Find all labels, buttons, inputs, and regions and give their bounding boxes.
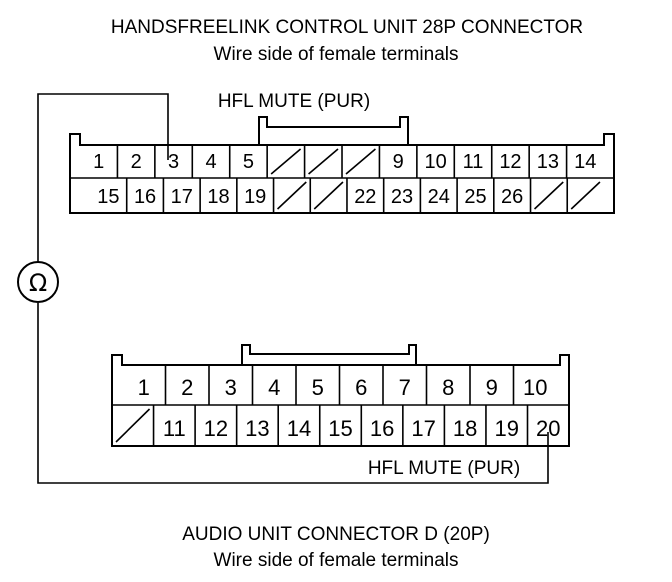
empty-cavity-slash	[570, 181, 601, 210]
ohmmeter-icon: Ω	[17, 261, 59, 303]
empty-cavity-slash	[313, 181, 344, 210]
empty-cavity-slash	[277, 181, 307, 210]
bottom-pin-19: 19	[494, 416, 518, 441]
bottom-pin-10: 10	[523, 375, 547, 400]
top-pin-5: 5	[243, 151, 254, 173]
probe-wire	[37, 93, 549, 484]
bottom-pin-9: 9	[486, 375, 498, 400]
top-probe-label: HFL MUTE (PUR)	[218, 91, 370, 112]
bottom-connector-housing	[111, 344, 570, 447]
bottom-connector-subtitle: Wire side of female terminals	[214, 550, 459, 571]
top-pin-2: 2	[131, 151, 142, 173]
top-pin-22: 22	[354, 186, 376, 208]
bottom-pin-4: 4	[268, 375, 280, 400]
top-pin-15: 15	[97, 186, 119, 208]
bottom-pin-18: 18	[453, 416, 477, 441]
top-pin-1: 1	[93, 151, 104, 173]
top-pin-18: 18	[207, 186, 229, 208]
top-pin-3: 3	[168, 151, 179, 173]
top-connector-title: HANDSFREELINK CONTROL UNIT 28P CONNECTOR	[111, 17, 583, 38]
top-pin-9: 9	[393, 151, 404, 173]
top-pin-4: 4	[205, 151, 216, 173]
bottom-connector-title: AUDIO UNIT CONNECTOR D (20P)	[182, 524, 490, 545]
bottom-pin-6: 6	[355, 375, 367, 400]
empty-cavity-slash	[115, 408, 151, 443]
top-pin-24: 24	[428, 186, 450, 208]
bottom-pin-16: 16	[370, 416, 394, 441]
bottom-pin-1: 1	[138, 375, 150, 400]
bottom-pin-12: 12	[204, 416, 228, 441]
top-pin-26: 26	[501, 186, 523, 208]
top-pin-17: 17	[171, 186, 193, 208]
top-pin-25: 25	[464, 186, 486, 208]
top-pin-14: 14	[574, 151, 596, 173]
bottom-pin-2: 2	[181, 375, 193, 400]
empty-cavity-slash	[533, 181, 564, 210]
bottom-probe-label: HFL MUTE (PUR)	[368, 458, 520, 479]
bottom-pin-13: 13	[245, 416, 269, 441]
top-pin-12: 12	[499, 151, 521, 173]
bottom-pin-11: 11	[163, 416, 186, 441]
empty-cavity-slash	[308, 148, 339, 175]
top-pin-13: 13	[537, 151, 559, 173]
bottom-pin-5: 5	[312, 375, 324, 400]
empty-cavity-slash	[345, 148, 376, 175]
top-connector-subtitle: Wire side of female terminals	[214, 44, 459, 65]
bottom-pin-15: 15	[328, 416, 352, 441]
top-pin-10: 10	[424, 151, 446, 173]
bottom-pin-3: 3	[225, 375, 237, 400]
bottom-pin-17: 17	[411, 416, 435, 441]
bottom-pin-7: 7	[399, 375, 411, 400]
top-pin-11: 11	[463, 151, 484, 173]
top-pin-16: 16	[134, 186, 156, 208]
top-pin-19: 19	[244, 186, 266, 208]
ohm-symbol: Ω	[29, 269, 47, 297]
bottom-pin-8: 8	[442, 375, 454, 400]
top-pin-23: 23	[391, 186, 413, 208]
empty-cavity-slash	[270, 148, 302, 175]
bottom-pin-14: 14	[287, 416, 311, 441]
